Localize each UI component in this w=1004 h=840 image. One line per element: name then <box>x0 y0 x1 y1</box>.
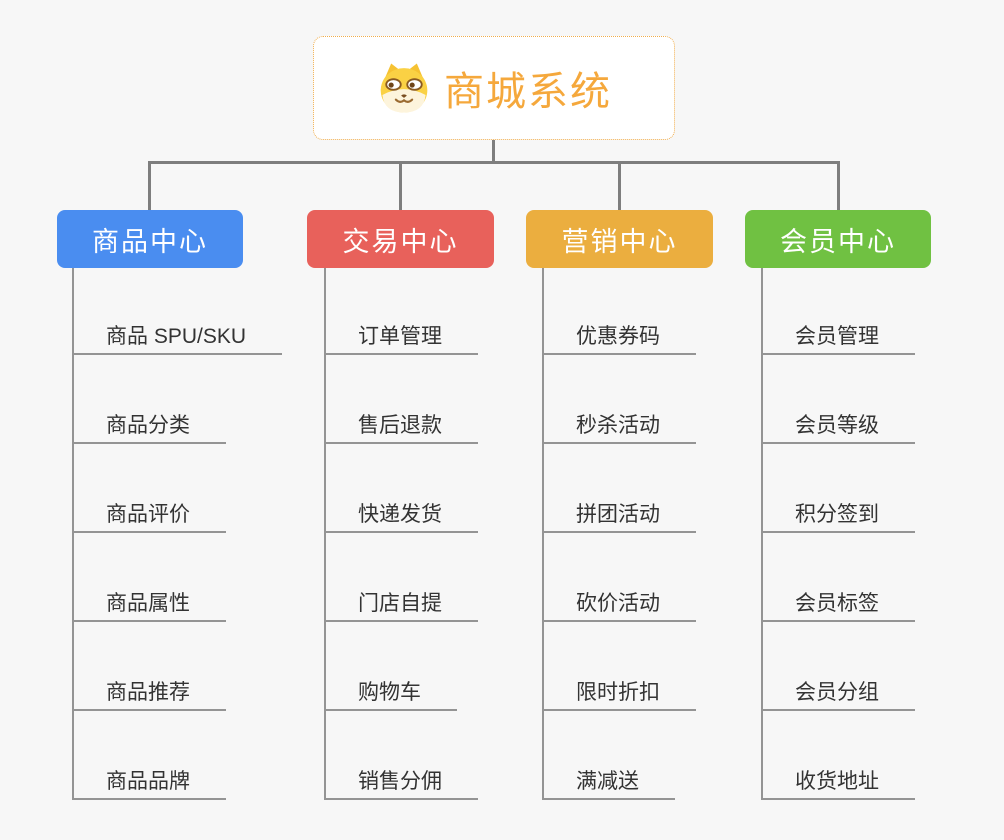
connector-bus <box>148 161 840 164</box>
leaf-node[interactable]: 商品 SPU/SKU <box>72 325 283 355</box>
branch-trunk-marketing <box>542 268 544 800</box>
leaf-node[interactable]: 商品品牌 <box>72 770 226 800</box>
leaf-node[interactable]: 拼团活动 <box>542 503 696 533</box>
leaf-node[interactable]: 商品分类 <box>72 414 226 444</box>
connector-drop-product <box>148 161 151 211</box>
leaf-node[interactable]: 销售分佣 <box>324 770 478 800</box>
leaf-node[interactable]: 积分签到 <box>761 503 915 533</box>
connector-drop-trade <box>399 161 402 211</box>
branch-trunk-product <box>72 268 74 800</box>
connector-drop-member <box>837 161 840 211</box>
leaf-node[interactable]: 商品评价 <box>72 503 226 533</box>
branch-node-product-center[interactable]: 商品中心 <box>57 210 243 268</box>
root-node[interactable]: 商城系统 <box>313 36 675 140</box>
leaf-node[interactable]: 限时折扣 <box>542 681 696 711</box>
leaf-node[interactable]: 秒杀活动 <box>542 414 696 444</box>
leaf-node[interactable]: 购物车 <box>324 681 457 711</box>
leaf-node[interactable]: 快递发货 <box>324 503 478 533</box>
leaf-node[interactable]: 会员分组 <box>761 681 915 711</box>
branch-node-member-center[interactable]: 会员中心 <box>745 210 931 268</box>
leaf-node[interactable]: 会员标签 <box>761 592 915 622</box>
leaf-node[interactable]: 门店自提 <box>324 592 478 622</box>
dog-face-icon <box>380 63 428 113</box>
leaf-node[interactable]: 商品推荐 <box>72 681 226 711</box>
branch-trunk-trade <box>324 268 326 800</box>
leaf-node[interactable]: 商品属性 <box>72 592 226 622</box>
branch-node-marketing-center[interactable]: 营销中心 <box>526 210 713 268</box>
leaf-node[interactable]: 收货地址 <box>761 770 915 800</box>
leaf-node[interactable]: 会员等级 <box>761 414 915 444</box>
branch-node-trade-center[interactable]: 交易中心 <box>307 210 494 268</box>
branch-trunk-member <box>761 268 763 800</box>
leaf-node[interactable]: 订单管理 <box>324 325 478 355</box>
leaf-node[interactable]: 满减送 <box>542 770 675 800</box>
leaf-node[interactable]: 售后退款 <box>324 414 478 444</box>
connector-drop-marketing <box>618 161 621 211</box>
connector-root-stub <box>492 140 495 163</box>
leaf-node[interactable]: 砍价活动 <box>542 592 696 622</box>
root-title: 商城系统 <box>444 70 612 114</box>
leaf-node[interactable]: 优惠券码 <box>542 325 696 355</box>
leaf-node[interactable]: 会员管理 <box>761 325 915 355</box>
